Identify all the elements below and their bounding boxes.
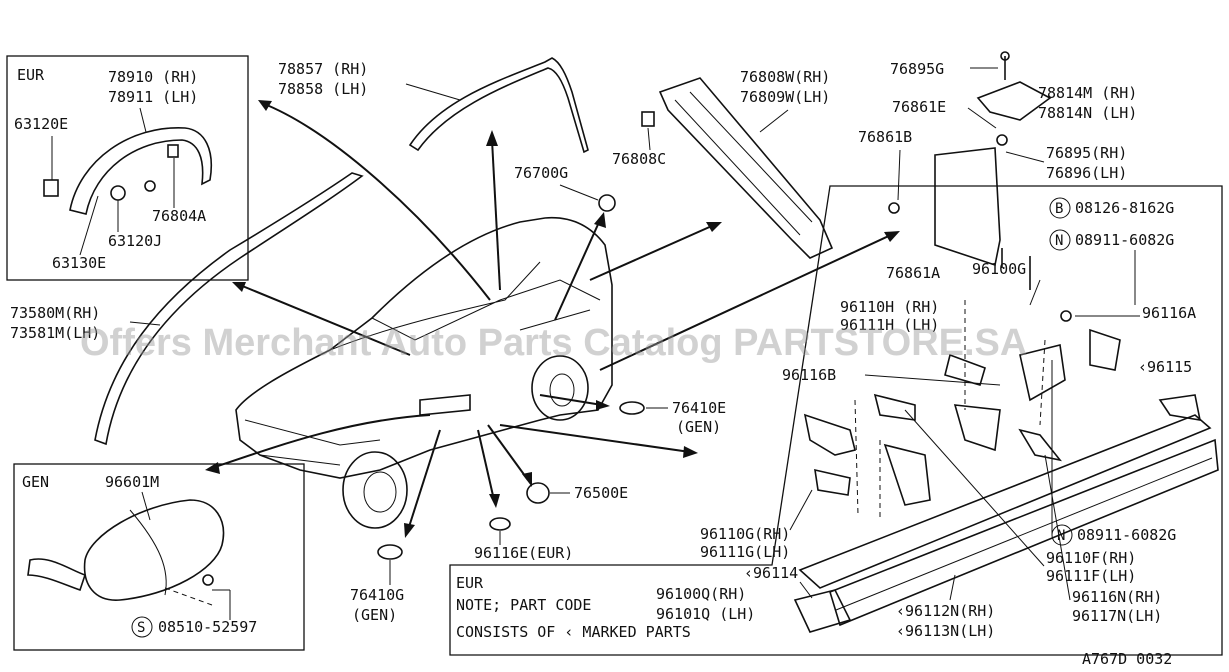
extinguisher-drawing: [83, 499, 225, 601]
label-96110g: 96110G(RH): [700, 525, 790, 543]
label-76896: 76896(LH): [1046, 164, 1127, 182]
plug-96116e-drawing: [489, 517, 511, 531]
label-78814m: 78814M (RH): [1038, 84, 1137, 102]
label-76410e: 76410E: [672, 399, 726, 417]
clip-76804a-drawing: [167, 144, 179, 158]
label-76500e: 76500E: [574, 484, 628, 502]
eur-panel-title: EUR: [17, 66, 45, 84]
gen-panel-title: GEN: [22, 473, 49, 491]
step-rail-upper-drawing: [798, 414, 1212, 589]
grommet-63120j-drawing: [110, 185, 126, 201]
gen-panel: GEN 96601M S 08510-52597: [13, 463, 305, 651]
label-76809w: 76809W(LH): [740, 88, 830, 106]
clip-76500e-drawing: [526, 482, 550, 504]
label-96114: ‹96114: [744, 564, 798, 582]
fender-flare-drawing: [69, 127, 212, 215]
label-78911: 78911 (LH): [108, 88, 198, 106]
drawing-code: A767D 0032: [1082, 650, 1172, 668]
mud-flap-assembly: 76895G 78814M (RH) 78814N (LH) 76861E 76…: [858, 51, 1137, 282]
label-96601m: 96601M: [105, 473, 159, 491]
side-step-frame: [449, 185, 1223, 656]
plug-76410e-drawing: [619, 401, 645, 415]
note-eur: EUR: [456, 574, 484, 592]
label-08911-b: 08911-6082G: [1077, 526, 1176, 544]
label-76861e: 76861E: [892, 98, 946, 116]
label-76808w: 76808W(RH): [740, 68, 830, 86]
label-96112n: ‹96112N(RH): [896, 602, 995, 620]
rear-wheel-drawing: [531, 355, 589, 421]
grommet-76700g: 76700G: [514, 164, 616, 212]
note-line-2: CONSISTS OF ‹ MARKED PARTS: [456, 623, 691, 641]
label-96100g: 96100G: [972, 260, 1026, 278]
vehicle-drawing: [235, 216, 613, 529]
label-96117n: 96117N(LH): [1072, 607, 1162, 625]
label-63130e: 63130E: [52, 254, 106, 272]
label-73581m: 73581M(LH): [10, 324, 100, 342]
label-96111h: 96111H (LH): [840, 316, 939, 334]
eur-panel: EUR 78910 (RH) 78911 (LH) 63120E 76804A …: [6, 55, 249, 281]
circle-b: B: [1055, 201, 1063, 217]
label-96116n: 96116N(RH): [1072, 588, 1162, 606]
label-96110f: 96110F(RH): [1046, 549, 1136, 567]
label-96116e: 96116E(EUR): [474, 544, 573, 562]
label-76804a: 76804A: [152, 207, 206, 225]
label-96100q: 96100Q(RH): [656, 585, 746, 603]
label-76410g-gen: (GEN): [352, 606, 397, 624]
label-96113n: ‹96113N(LH): [896, 622, 995, 640]
label-76808c: 76808C: [612, 150, 666, 168]
watermark: Offers Merchant Auto Parts Catalog PARTS…: [80, 322, 1027, 364]
label-78814n: 78814N (LH): [1038, 104, 1137, 122]
label-76895: 76895(RH): [1046, 144, 1127, 162]
rear-spoiler: 76808W(RH) 76809W(LH) 76808C: [612, 68, 834, 259]
label-76410e-gen: (GEN): [676, 418, 721, 436]
side-step-panel: B 08126-8162G N 08911-6082G 96100G 96116…: [449, 185, 1223, 656]
label-96110h: 96110H (RH): [840, 298, 939, 316]
circle-n-2: N: [1057, 528, 1065, 544]
label-08126: 08126-8162G: [1075, 199, 1174, 217]
label-63120j: 63120J: [108, 232, 162, 250]
label-78857: 78857 (RH): [278, 60, 368, 78]
label-96115: ‹96115: [1138, 358, 1192, 376]
label-63120e: 63120E: [14, 115, 68, 133]
mud-flap-drawing: [934, 147, 1001, 267]
label-96111g: 96111G(LH): [700, 543, 790, 561]
windshield-molding: 78857 (RH) 78858 (LH): [278, 57, 589, 154]
label-96101q: 96101Q (LH): [656, 605, 755, 623]
circle-s: S: [137, 620, 145, 636]
leader-arrows: [205, 100, 900, 538]
front-wheel-drawing: [342, 451, 408, 529]
label-96116a: 96116A: [1142, 304, 1196, 322]
label-96116b: 96116B: [782, 366, 836, 384]
label-96111f: 96111F(LH): [1046, 567, 1136, 585]
plug-76410g-drawing: [377, 544, 403, 560]
bracket-78814-drawing: [976, 81, 1052, 121]
label-76861a: 76861A: [886, 264, 940, 282]
label-78910: 78910 (RH): [108, 68, 198, 86]
label-08510: 08510-52597: [158, 618, 257, 636]
label-76410g: 76410G: [350, 586, 404, 604]
label-78858: 78858 (LH): [278, 80, 368, 98]
label-76895g: 76895G: [890, 60, 944, 78]
clip-76808c-drawing: [641, 111, 655, 127]
step-rail-lower-drawing: [829, 438, 1219, 627]
roof-molding: 73580M(RH) 73581M(LH): [10, 172, 364, 446]
label-76700g: 76700G: [514, 164, 568, 182]
label-73580m: 73580M(RH): [10, 304, 100, 322]
circle-n-1: N: [1055, 233, 1063, 249]
small-parts: 76410E (GEN) 76500E 96116E(EUR) 76410G (…: [350, 399, 726, 624]
label-76861b: 76861B: [858, 128, 912, 146]
note-line-1: NOTE; PART CODE: [456, 596, 591, 614]
label-08911-a: 08911-6082G: [1075, 231, 1174, 249]
gen-panel-frame: [13, 463, 305, 651]
clip-63120e-drawing: [43, 179, 59, 197]
eur-panel-frame: [6, 55, 249, 281]
